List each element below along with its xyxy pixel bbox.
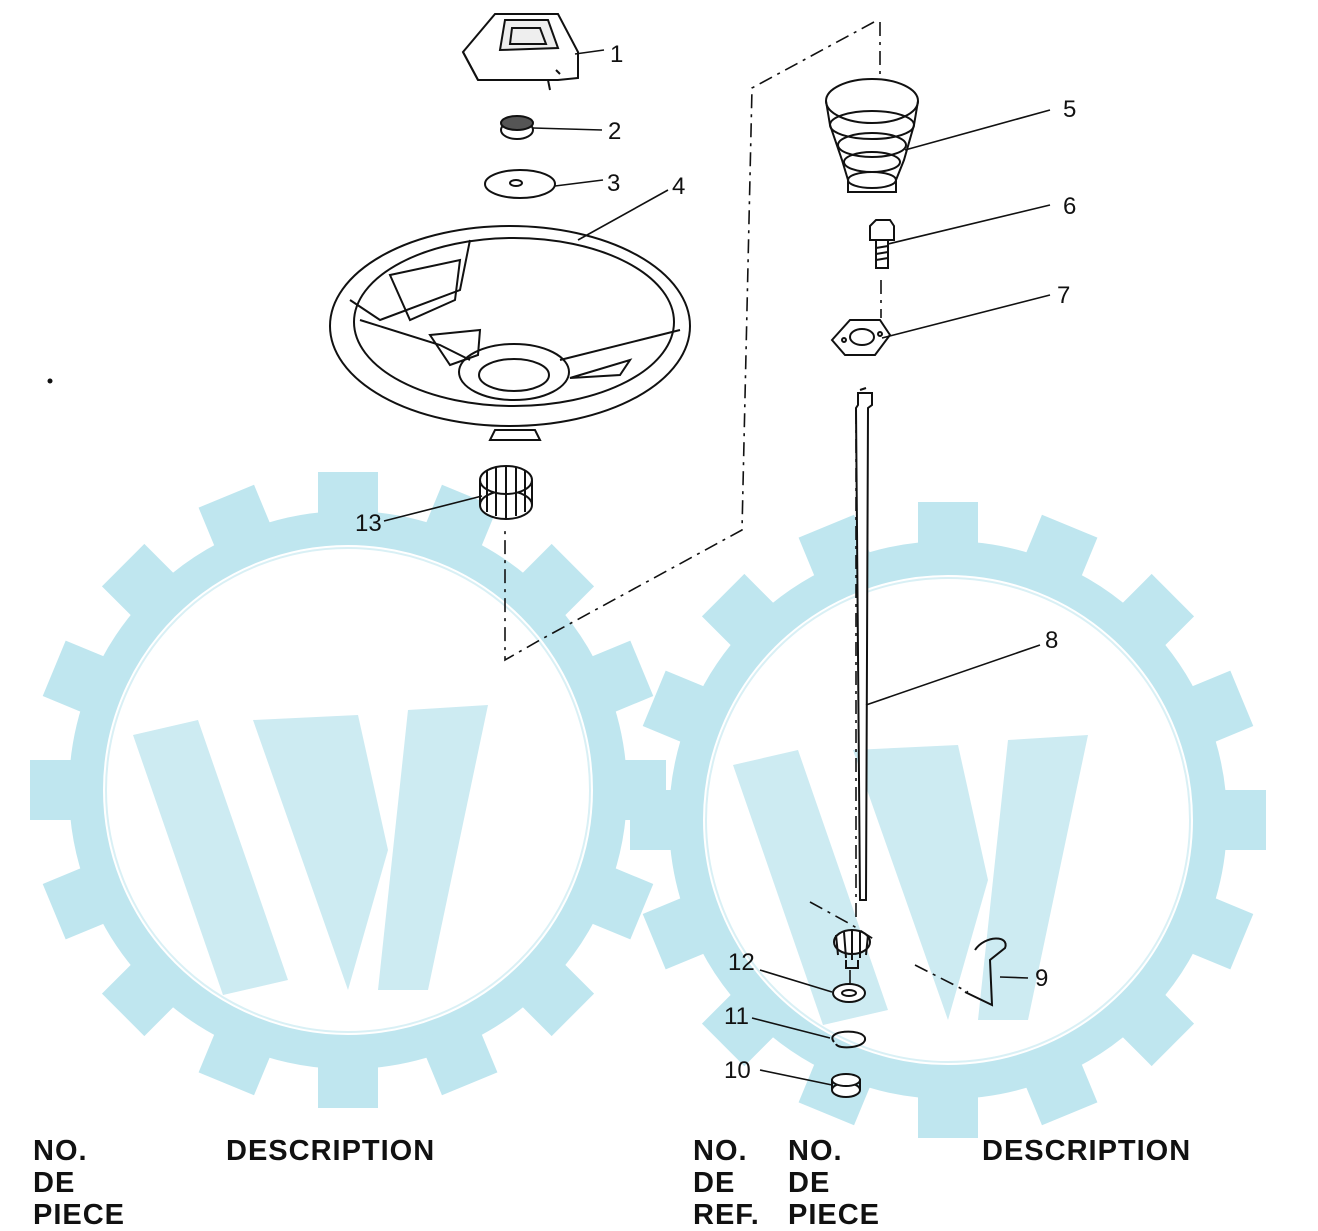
part-6-bolt: [869, 219, 895, 269]
right-col-no-ref: NO.: [693, 1135, 748, 1167]
callout-9: 9: [1035, 965, 1048, 992]
callout-12: 12: [728, 949, 755, 976]
speck: [47, 378, 53, 384]
callout-11: 11: [724, 1003, 749, 1030]
part-8-shaft: [854, 387, 873, 901]
part-10-bushing: [831, 1073, 861, 1098]
part-3-washer: [484, 169, 556, 199]
callout-7: 7: [1057, 282, 1070, 309]
left-col-de: DE: [33, 1167, 76, 1199]
callout-4: 4: [672, 173, 685, 200]
callout-2: 2: [608, 118, 621, 145]
callout-6: 6: [1063, 193, 1076, 220]
left-col-no: NO.: [33, 1135, 88, 1167]
part-9-pin: [964, 937, 1007, 1007]
part-7-plate: [830, 319, 892, 356]
part-12-washer: [832, 983, 866, 1003]
callout-3: 3: [607, 170, 620, 197]
right-col-description: DESCRIPTION: [982, 1135, 1192, 1167]
right-col-no-piece: NO.: [788, 1135, 843, 1167]
right-col-piece: PIECE: [788, 1199, 881, 1231]
right-col-ref: REF.: [693, 1199, 760, 1231]
right-col-de-ref: DE: [693, 1167, 736, 1199]
part-5-boot: [825, 78, 919, 193]
callout-10: 10: [724, 1057, 751, 1084]
leader-lines: [383, 49, 1051, 1086]
watermark-gear-right: [630, 502, 1266, 1138]
part-2-nut: [500, 115, 534, 140]
part-13-splined-hub: [479, 465, 533, 520]
part-1-horn-cap: [461, 13, 579, 91]
assembly-lines: [504, 21, 969, 993]
shaft-pinion: [833, 929, 871, 969]
callout-13: 13: [355, 510, 382, 537]
callout-1: 1: [610, 41, 623, 68]
part-11-snap-ring: [831, 1030, 866, 1049]
watermark-gear-left: [30, 472, 666, 1108]
callout-8: 8: [1045, 627, 1058, 654]
callout-5: 5: [1063, 96, 1076, 123]
part-4-steering-wheel: [329, 225, 691, 441]
left-col-piece: PIECE: [33, 1199, 126, 1231]
right-col-de-piece: DE: [788, 1167, 831, 1199]
left-col-description: DESCRIPTION: [226, 1135, 436, 1167]
